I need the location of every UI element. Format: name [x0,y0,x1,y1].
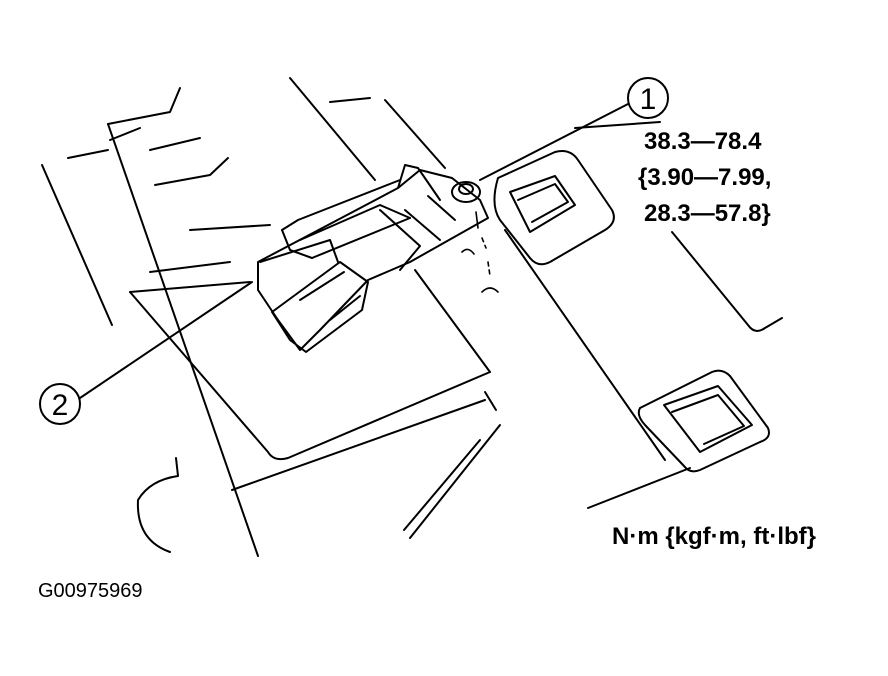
anchor-bracket-lower [637,369,770,473]
floor-panel-outline [41,77,783,557]
torque-units-label: N·m {kgf·m, ft·lbf} [612,523,816,550]
leader-line-1 [479,103,629,181]
callout-1: 1 [627,77,669,119]
torque-spec-line-2: {3.90—7.99, [638,164,772,191]
figure-code: G00975969 [38,580,143,602]
torque-spec-line-3: 28.3—57.8} [644,200,771,227]
callout-2: 2 [39,383,81,425]
torque-spec-line-1: 38.3—78.4 [644,128,762,155]
leader-line-2 [79,281,253,399]
seat-belt-buckle [257,164,489,353]
mounting-bolt [451,181,499,293]
callout-1-number: 1 [640,83,657,116]
callout-2-number: 2 [52,389,69,422]
anchor-bracket-upper [493,150,615,266]
